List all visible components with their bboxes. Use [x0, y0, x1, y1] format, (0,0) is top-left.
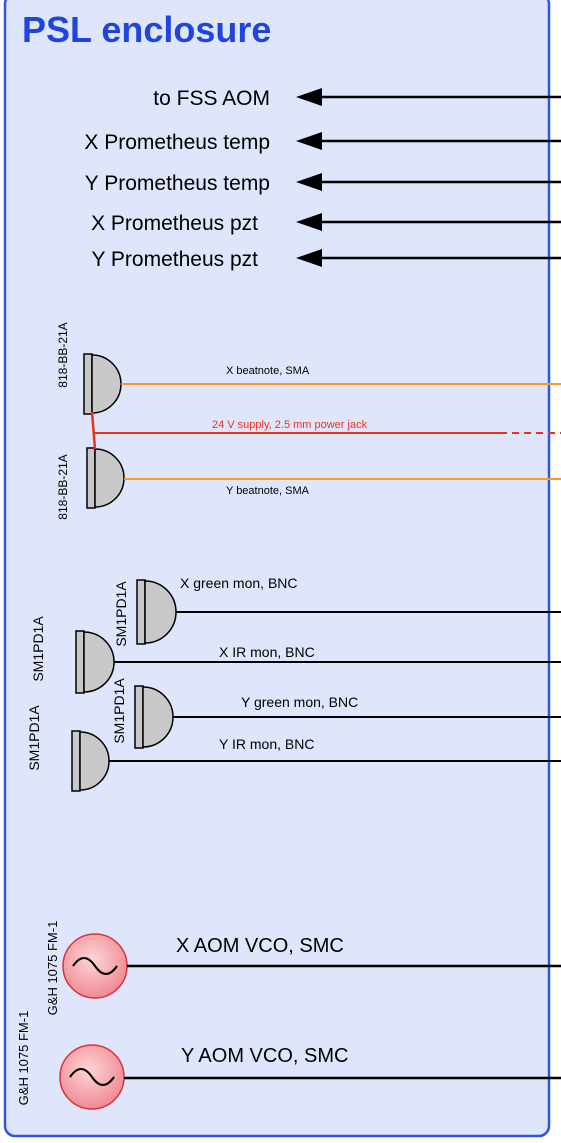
detector-model-label: 818-BB-21A [56, 322, 70, 387]
detector-model-label: 818-BB-21A [56, 454, 70, 519]
y-aom-vco-label: Y AOM VCO, SMC [181, 1045, 348, 1067]
arrow-x-prometheus-temp: X Prometheus temp [84, 131, 561, 154]
vco-oscillator-icon [62, 933, 128, 999]
vco-model-label: G&H 1075 FM-1 [45, 921, 60, 1016]
beatnote-detectors: X beatnote, SMA 818-BB-21A Y beatnote, S… [56, 322, 561, 520]
x-aom-vco-label: X AOM VCO, SMC [176, 935, 344, 957]
y-green-mon-label: Y green mon, BNC [241, 694, 358, 710]
photodetector-icon [75, 630, 115, 694]
arrow-label: X Prometheus pzt [91, 212, 258, 235]
y-beatnote-label: Y beatnote, SMA [226, 485, 310, 497]
detector-model-label: SM1PD1A [111, 678, 127, 744]
power-link [90, 411, 97, 450]
arrow-to-fss-aom: to FSS AOM [153, 87, 561, 110]
arrow-label: Y Prometheus pzt [91, 248, 258, 271]
detector-model-label: SM1PD1A [30, 616, 46, 682]
arrow-y-prometheus-pzt: Y Prometheus pzt [91, 248, 561, 271]
power-supply-label: 24 V supply, 2.5 mm power jack [212, 419, 368, 431]
detector-model-label: SM1PD1A [26, 705, 42, 771]
arrow-label: X Prometheus temp [84, 131, 270, 154]
arrow-y-prometheus-temp: Y Prometheus temp [85, 172, 561, 195]
vco-group: X AOM VCO, SMC G&H 1075 FM-1 Y AOM VCO, … [16, 921, 561, 1110]
enclosure-title: PSL enclosure [22, 9, 271, 50]
vco-model-label: G&H 1075 FM-1 [16, 1011, 31, 1106]
arrow-label: Y Prometheus temp [85, 172, 270, 195]
monitor-detectors: X green mon, BNC SM1PD1A X IR mon, BNC S… [26, 575, 561, 792]
y-ir-mon-label: Y IR mon, BNC [219, 736, 314, 752]
photodetector-icon [136, 579, 177, 645]
photodetector-icon [71, 730, 110, 792]
x-ir-mon-label: X IR mon, BNC [219, 644, 315, 660]
x-beatnote-label: X beatnote, SMA [226, 365, 310, 377]
arrow-group: to FSS AOM X Prometheus temp Y Prometheu… [84, 87, 561, 271]
x-green-mon-label: X green mon, BNC [180, 575, 298, 591]
vco-oscillator-icon [59, 1044, 125, 1110]
arrow-x-prometheus-pzt: X Prometheus pzt [91, 212, 561, 235]
detector-model-label: SM1PD1A [113, 581, 129, 647]
enclosure-box [3, 0, 551, 1138]
photodetector-icon [134, 685, 174, 749]
photodetector-icon [86, 447, 125, 509]
photodetector-icon [83, 353, 122, 415]
arrow-label: to FSS AOM [153, 87, 270, 110]
